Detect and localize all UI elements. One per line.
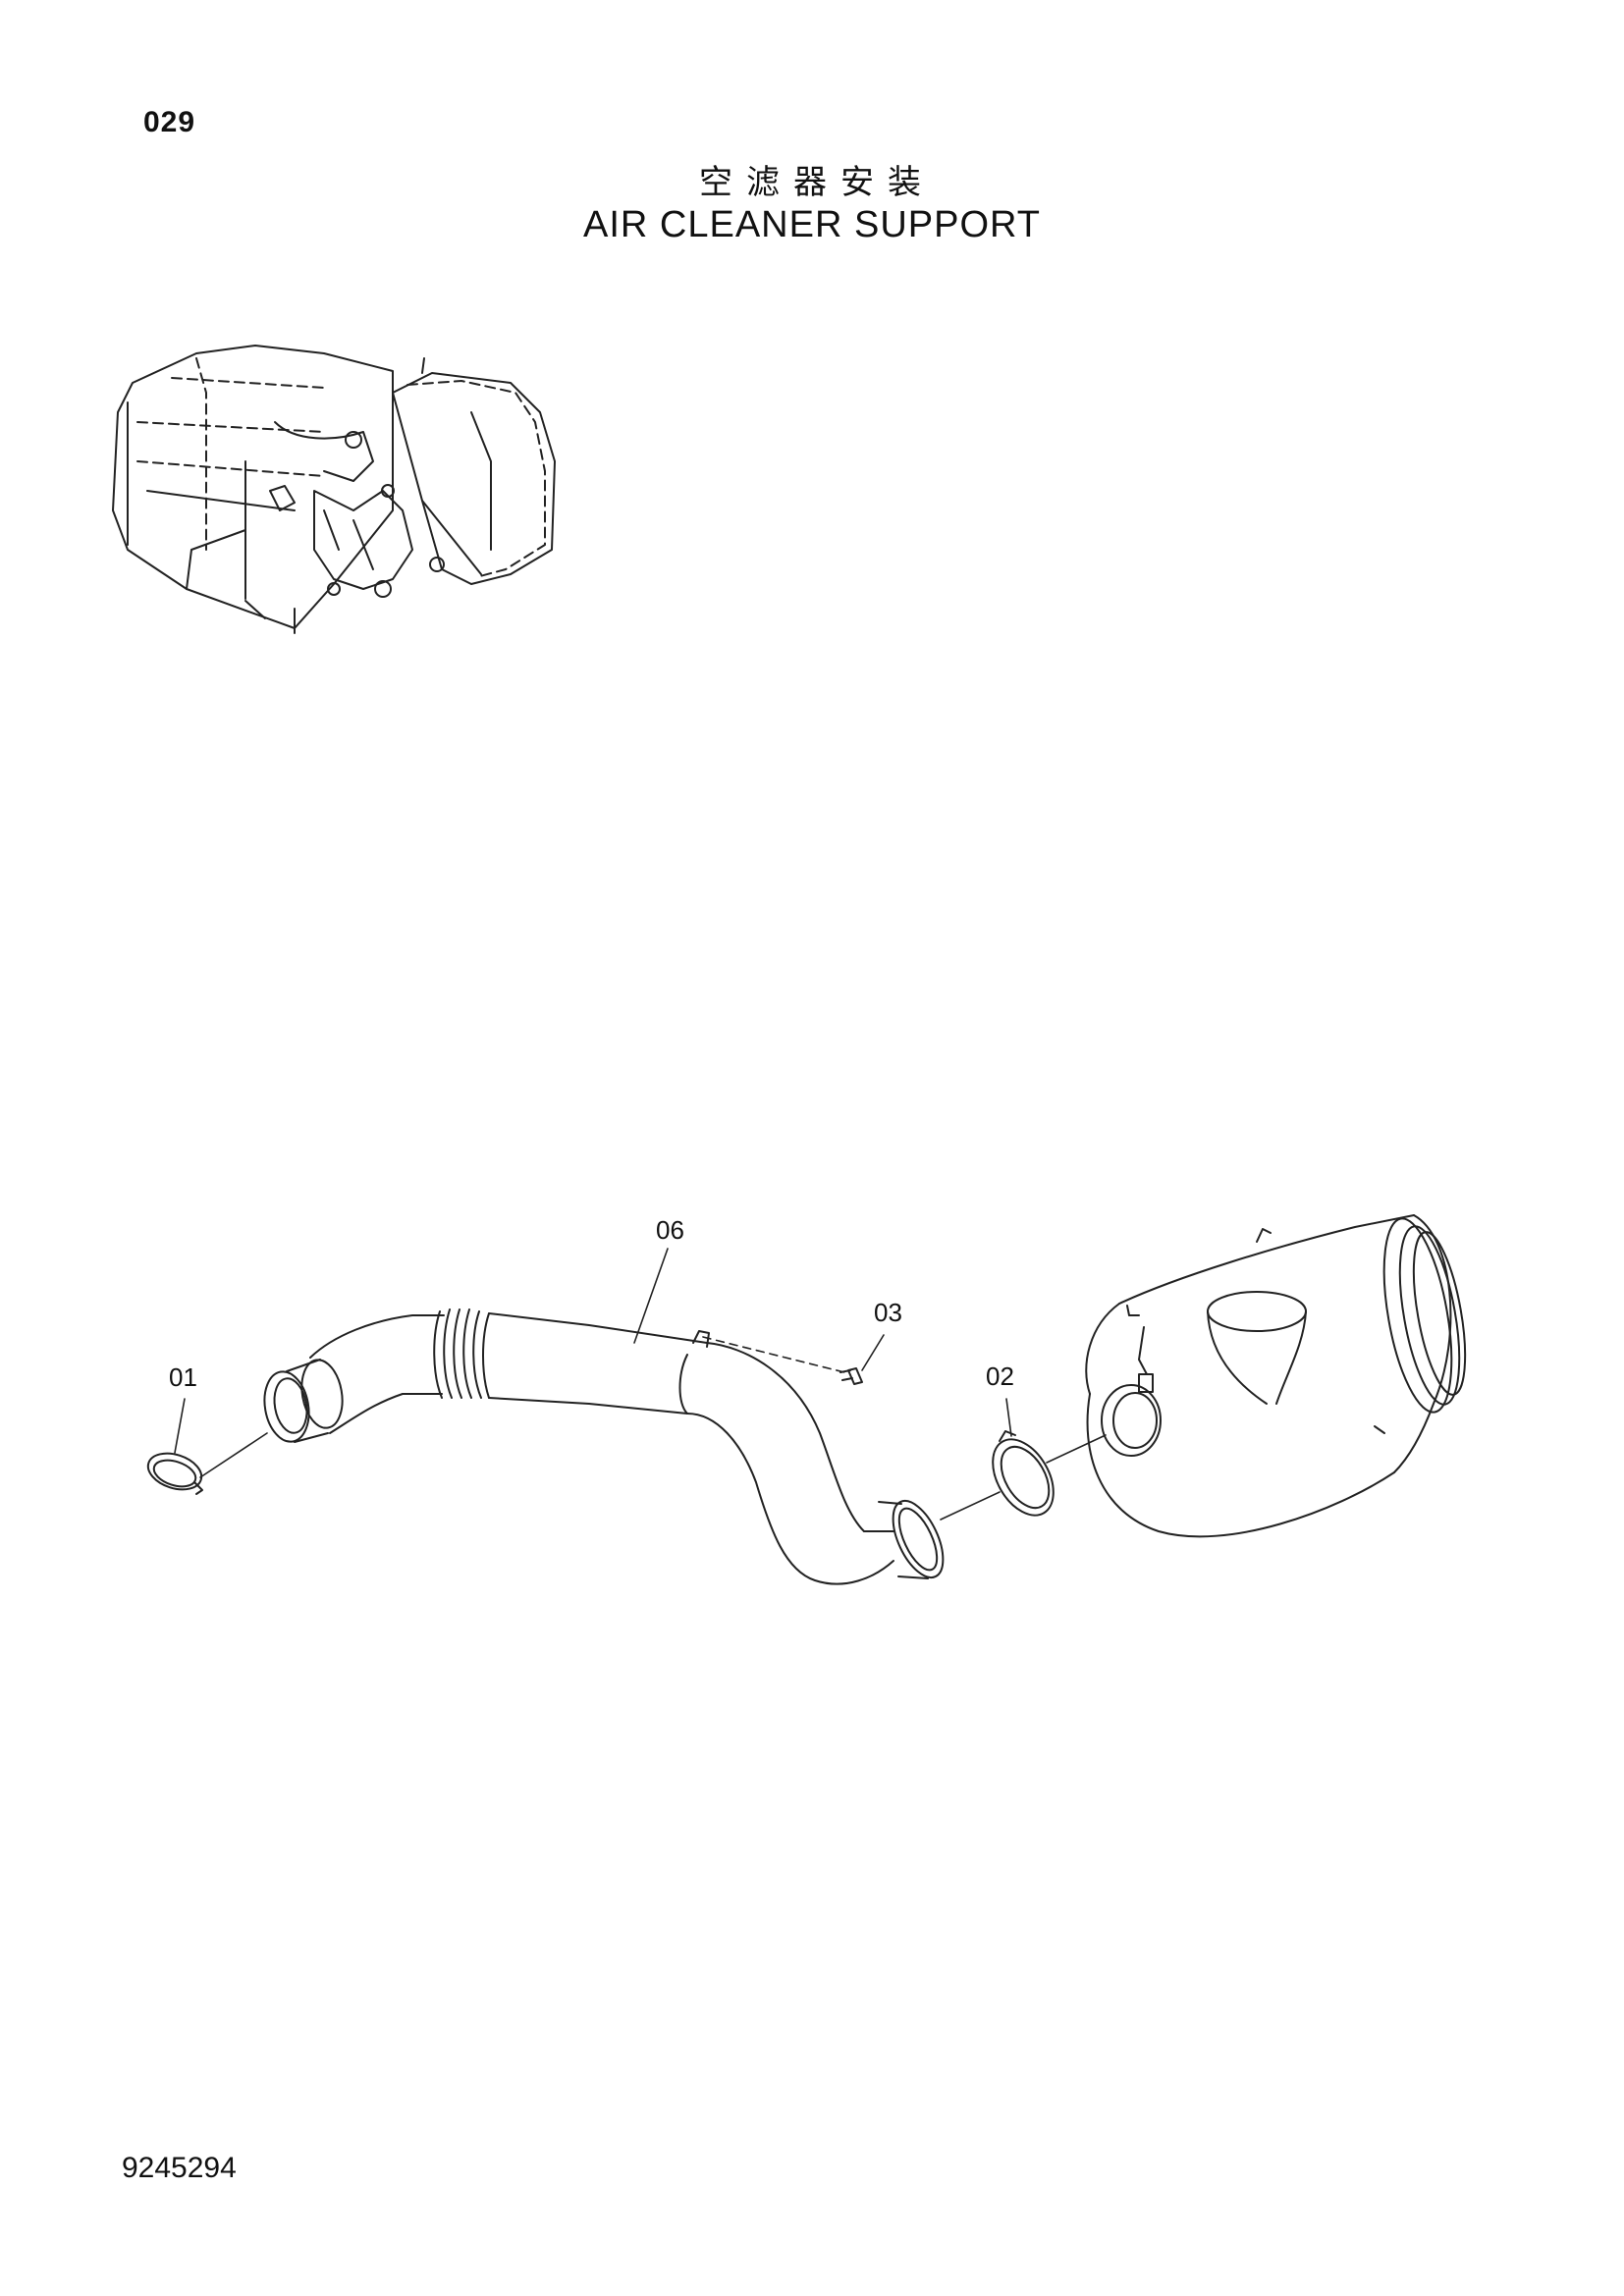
part-01-hose-clamp	[146, 1452, 203, 1495]
page-number: 029	[143, 106, 196, 138]
title-english: AIR CLEANER SUPPORT	[583, 204, 1041, 245]
callout-03: 03	[874, 1298, 902, 1327]
air-cleaner-assembly	[1085, 1214, 1467, 1538]
machine-overview-illustration	[112, 345, 556, 634]
part-03-bolt	[839, 1367, 863, 1385]
document-number: 9245294	[122, 2152, 237, 2184]
title-chinese: 空滤器安装	[699, 163, 935, 202]
leader-lines	[174, 1248, 1107, 1521]
callout-06: 06	[656, 1215, 684, 1245]
callout-02: 02	[986, 1362, 1014, 1391]
part-02-hose-clamp	[992, 1430, 1055, 1517]
callout-01: 01	[169, 1362, 197, 1392]
part-06-intake-hose	[263, 1308, 945, 1585]
